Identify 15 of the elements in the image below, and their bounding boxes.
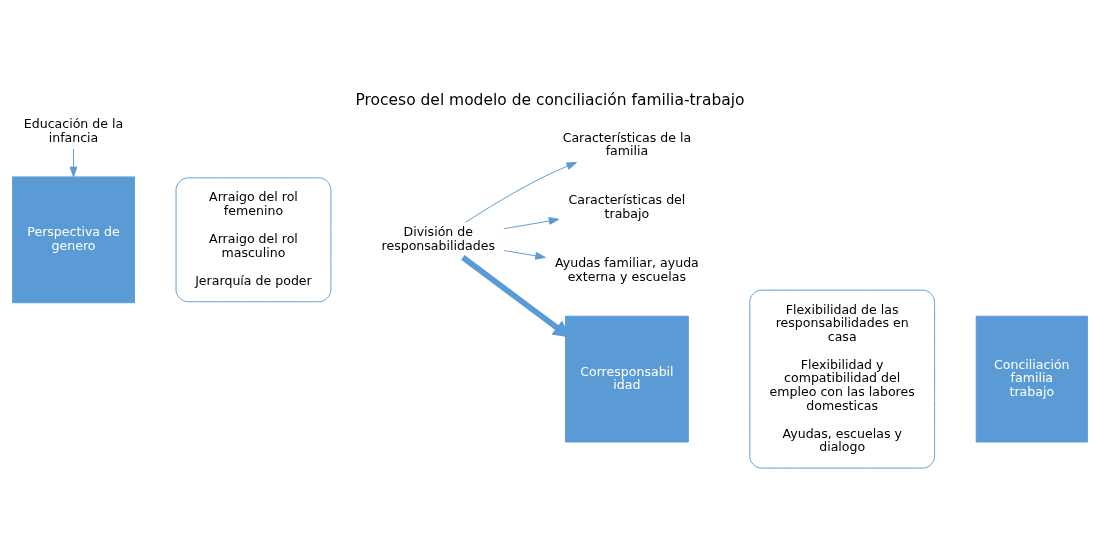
node-box: Perspectiva de genero <box>12 175 135 303</box>
node-box: Corresponsabilidad <box>565 315 689 442</box>
node-text: Características de la familia <box>562 129 692 158</box>
node-text: División de responsabilidades <box>381 223 495 253</box>
arrow <box>503 249 546 260</box>
node-text: Características del trabajo <box>568 191 686 221</box>
node-text: Ayudas familiar, ayuda externa y escuelas <box>555 254 699 284</box>
diagram-title: Proceso del modelo de conciliación familia-trabajo <box>355 90 745 109</box>
node-text: Educación de la infancia <box>23 115 124 144</box>
node-box: Conciliación familia trabajo <box>975 315 1088 442</box>
arrow <box>503 216 560 229</box>
arrow <box>69 148 78 177</box>
node-box: Flexibilidad de las responsabilidades en casa Flexibilidad y compatibilidad del empleo con las labores domesticas Ayudas, escuelas y dialogo <box>749 289 936 469</box>
arrow <box>465 161 578 223</box>
node-box: Arraigo del rol femenino Arraigo del rol masculino Jerarquía de poder <box>175 176 332 302</box>
